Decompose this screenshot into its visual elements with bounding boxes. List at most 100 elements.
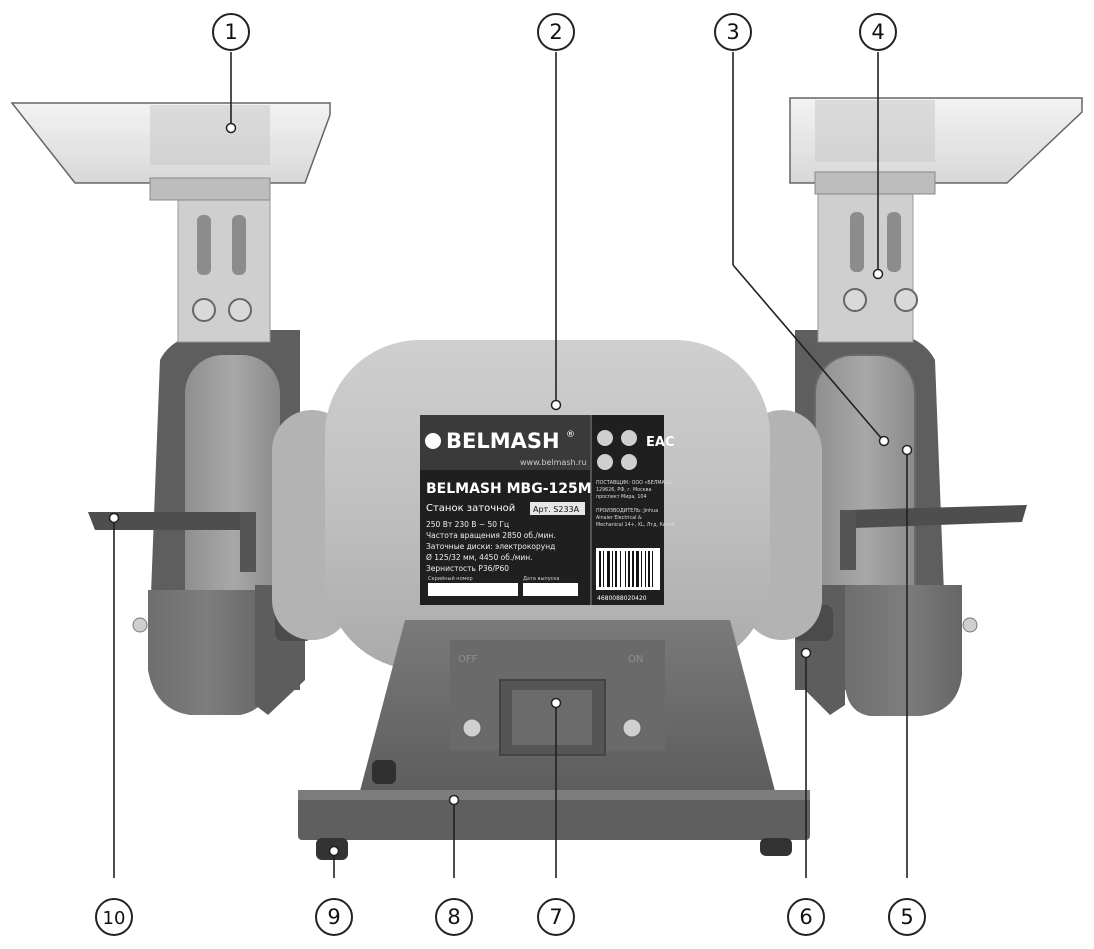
model-name: BELMASH MBG-125M [426, 481, 592, 497]
spec-line-1: 250 Вт 230 В ~ 50 Гц [426, 520, 509, 529]
product-subtitle: Станок заточной [426, 503, 515, 514]
barcode-bar [620, 551, 621, 587]
callout-circle-5 [888, 898, 926, 936]
callout-8: 8 [447, 905, 460, 929]
callout-5: 5 [900, 905, 913, 929]
manufacturer-line-2: Ainaier Electrical & [596, 515, 642, 521]
supplier-line-3: проспект Мира, 104 [596, 494, 647, 500]
left-shield-hinge [149, 177, 271, 201]
right-tool-rest [850, 505, 1027, 528]
barcode-bar [645, 551, 646, 587]
article-number: Арт. S233A [533, 505, 580, 514]
rating-label: BELMASH ® www.belmash.ru BELMASH MBG-125… [420, 415, 675, 605]
callout-circle-6 [787, 898, 825, 936]
right-bracket-slot-1 [850, 212, 864, 272]
left-bracket-screw-1 [192, 298, 216, 322]
manufacturer-line-3: Mechanical 14+, XL, Лтд, Китай [596, 521, 675, 528]
right-bracket-slot-2 [887, 212, 901, 272]
callout-circle-3 [714, 13, 752, 51]
cable-clamp [372, 760, 396, 784]
right-assembly [789, 97, 1083, 716]
manufacture-date-box [523, 583, 578, 596]
left-assembly [10, 102, 331, 715]
callout-markers [95, 13, 926, 936]
eac-mark: EAC [646, 435, 674, 450]
right-bracket-screw-1 [843, 288, 867, 312]
callout-4: 4 [871, 20, 884, 44]
barcode-bar [648, 551, 650, 587]
barcode-bar [632, 551, 634, 587]
leader-dot-8 [448, 794, 460, 806]
barcode-bar [636, 551, 639, 587]
serial-number-box [428, 583, 518, 596]
leader-dots [108, 122, 913, 857]
callout-1: 1 [224, 20, 237, 44]
left-tool-rest-bracket [240, 512, 256, 572]
label-divider [590, 415, 592, 605]
right-shield-hinge [814, 171, 936, 195]
right-side-bolt [962, 617, 978, 633]
barcode-bar [612, 551, 613, 587]
brand-name: BELMASH [446, 429, 560, 453]
brand-logo-icon [425, 433, 441, 449]
right-shield-mount [815, 100, 935, 162]
switch-screw-right [622, 718, 642, 738]
left-bracket-slot-2 [232, 215, 246, 275]
left-side-bolt [132, 617, 148, 633]
callout-6: 6 [799, 905, 812, 929]
manufacture-date-label: Дата выпуска [523, 576, 560, 582]
callout-7: 7 [549, 905, 562, 929]
brand-website: www.belmash.ru [520, 458, 587, 467]
spec-line-2: Частота вращения 2850 об./мин. [426, 531, 556, 540]
switch-screw-left [462, 718, 482, 738]
leader-dot-3 [878, 435, 890, 447]
leader-dot-5 [901, 444, 913, 456]
leader-dot-6 [800, 647, 812, 659]
left-bracket-slot-1 [197, 215, 211, 275]
base-foot-plate [298, 795, 810, 840]
barcode-bar [628, 551, 630, 587]
barcode-bar [603, 551, 604, 587]
base-foot-top [298, 790, 810, 800]
left-tool-rest [88, 512, 255, 530]
callout-labels: 1 2 3 4 5 6 7 8 9 10 [103, 20, 914, 929]
warning-icon-2 [621, 430, 637, 446]
left-lower-guard [148, 590, 268, 715]
barcode-bar [625, 551, 626, 587]
manufacturer-line-1: ПРОИЗВОДИТЕЛЬ: Jinhua [596, 508, 658, 514]
warning-icon-1 [597, 430, 613, 446]
leader-3b [732, 264, 883, 440]
leader-dot-9 [328, 845, 340, 857]
leader-dot-4 [872, 268, 884, 280]
leader-dot-1 [225, 122, 237, 134]
rubber-foot-right [760, 838, 792, 856]
callout-circle-8 [435, 898, 473, 936]
callout-circle-7 [537, 898, 575, 936]
right-lower-guard [845, 585, 962, 716]
callout-9: 9 [327, 905, 340, 929]
barcode-bar [615, 551, 617, 587]
barcode-number: 4680088020420 [597, 595, 647, 602]
callout-circle-2 [537, 13, 575, 51]
callout-circle-9 [315, 898, 353, 936]
barcode-bar [641, 551, 642, 587]
leader-dot-2 [550, 399, 562, 411]
barcode-bar [652, 551, 653, 587]
power-switch-rocker[interactable] [512, 690, 592, 745]
supplier-line-2: 129626, РФ, г. Москва [596, 487, 651, 493]
callout-circle-1 [212, 13, 250, 51]
left-shield-mount [150, 105, 270, 165]
leader-lines [113, 52, 908, 878]
callout-circle-4 [859, 13, 897, 51]
callout-10: 10 [103, 908, 126, 929]
registered-mark: ® [566, 430, 575, 440]
switch-off-label: OFF [458, 654, 478, 665]
right-bracket-screw-2 [894, 288, 918, 312]
base-assembly: OFF ON [298, 620, 810, 860]
spec-line-3: Заточные диски: электрокорунд [426, 542, 555, 551]
callout-3: 3 [726, 20, 739, 44]
serial-number-label: Серийный номер [428, 575, 473, 582]
callout-2: 2 [549, 20, 562, 44]
warning-icon-4 [621, 454, 637, 470]
